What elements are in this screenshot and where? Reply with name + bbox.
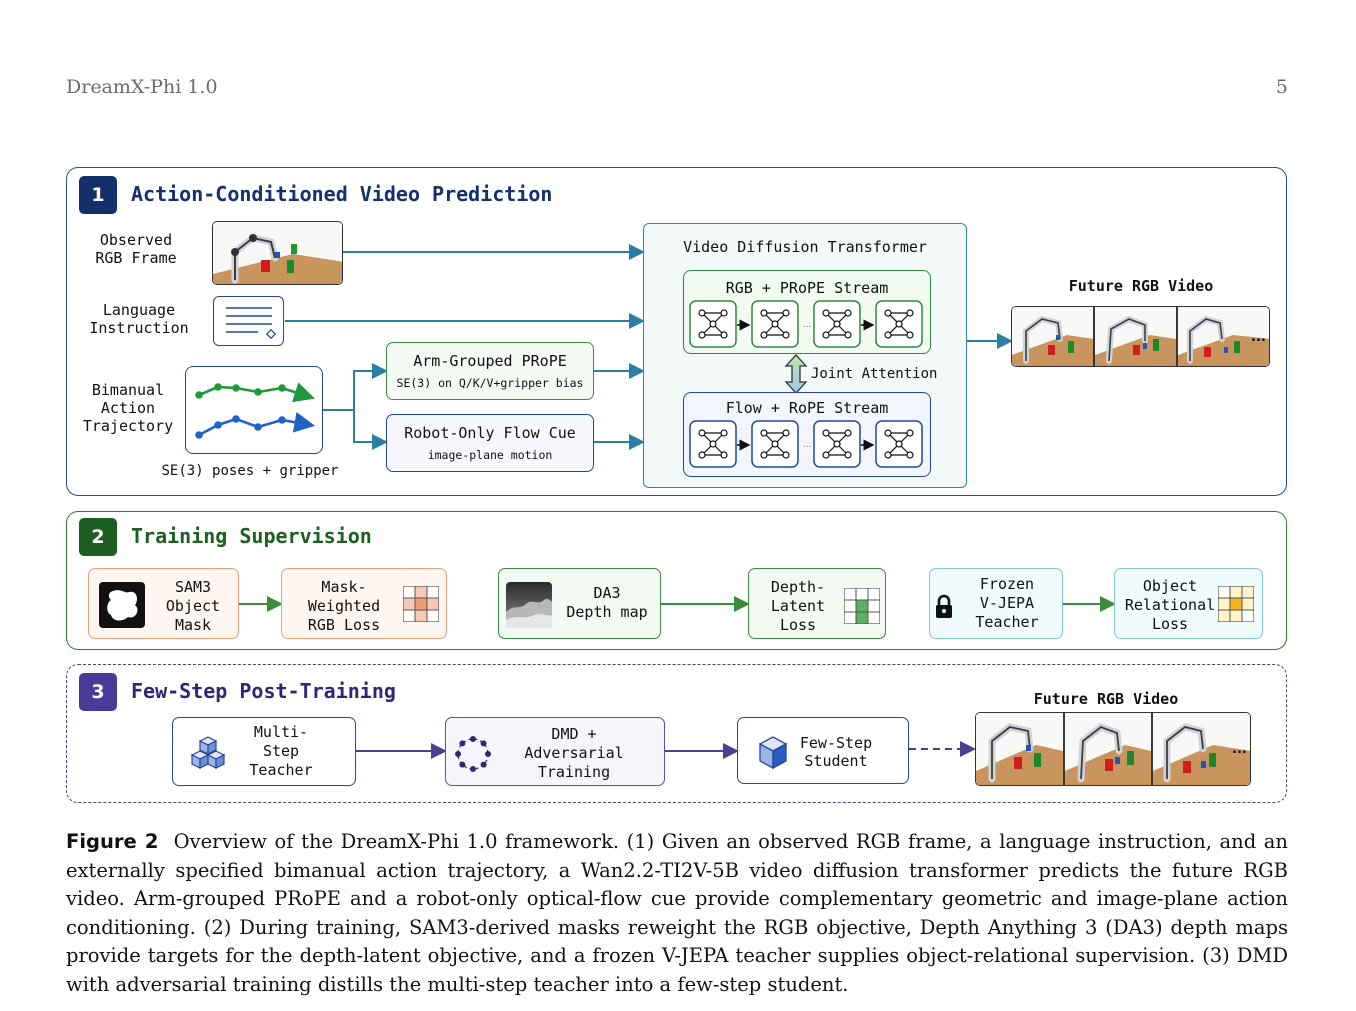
lock-icon (936, 594, 952, 618)
prope-box-subtitle: SE(3) on Q/K/V+gripper bias (396, 375, 584, 390)
observed-rgb-frame-image (212, 221, 343, 285)
mask-loss-label: Mask- Weighted RGB Loss (307, 578, 381, 634)
panel-training-supervision (66, 511, 1287, 650)
dmd-label: DMD + Adversarial Training (524, 725, 624, 781)
figure-caption: Figure 2 Overview of the DreamX-Phi 1.0 … (66, 828, 1288, 999)
cube-icon (758, 736, 788, 770)
panel1-title: Action-Conditioned Video Prediction (131, 182, 553, 206)
depth-latent-loss-box: Depth- Latent Loss (748, 568, 886, 639)
panel-few-step-post-training (66, 664, 1287, 803)
observed-frame-label: Observed RGB Frame (95, 231, 177, 267)
panel3-badge: 3 (79, 673, 117, 711)
future-video-label-2: Future RGB Video (1033, 690, 1179, 708)
panel1-badge: 1 (79, 176, 117, 214)
relational-loss-label: Object Relational Loss (1124, 577, 1216, 633)
future-video-label-1: Future RGB Video (1068, 277, 1214, 295)
teacher-label: Multi- Step Teacher (249, 723, 313, 779)
flow-box-title: Robot-Only Flow Cue (404, 423, 576, 442)
depth-grid-icon (844, 588, 880, 624)
svg-text:...: ... (803, 440, 812, 450)
trajectory-card (185, 366, 323, 454)
poses-gripper-note: SE(3) poses + gripper (161, 463, 339, 479)
object-relational-loss-box: Object Relational Loss (1114, 568, 1263, 639)
language-instruction-label: Language Instruction (89, 301, 189, 337)
da3-label: DA3 Depth map (566, 584, 648, 621)
panel-action-conditioned (66, 167, 1287, 496)
frozen-vjepa-teacher-box: Frozen V-JEPA Teacher (929, 568, 1063, 639)
robot-only-flow-cue-box: Robot-Only Flow Cue image-plane motion (386, 414, 594, 472)
stacked-cubes-icon (190, 736, 226, 769)
trajectory-plot-icon (195, 382, 316, 439)
future-rgb-video-strip-2 (975, 712, 1251, 786)
future-frames-graphic-2 (976, 713, 1250, 785)
relational-grid-icon (1218, 586, 1254, 622)
ring-icon (455, 736, 491, 772)
svg-text:...: ... (803, 320, 812, 330)
multi-step-teacher-box: Multi- Step Teacher (172, 717, 356, 786)
da3-depth-map-box: DA3 Depth map (498, 568, 661, 639)
few-step-student-box: Few-Step Student (737, 717, 909, 784)
depth-map-icon (506, 582, 552, 628)
figure-label: Figure 2 (66, 830, 159, 853)
bimanual-trajectory-label: Bimanual Action Trajectory (82, 381, 174, 435)
object-mask-icon (99, 582, 145, 628)
panel2-title: Training Supervision (131, 524, 372, 548)
running-title: DreamX-Phi 1.0 (66, 76, 218, 98)
flow-box-subtitle: image-plane motion (427, 447, 553, 462)
panel3-title: Few-Step Post-Training (131, 679, 396, 703)
caption-text: Overview of the DreamX-Phi 1.0 framework… (66, 830, 1288, 996)
mask-weighted-rgb-loss-box: Mask- Weighted RGB Loss (281, 568, 447, 639)
flow-stream-title: Flow + RoPE Stream (725, 399, 889, 417)
robot-scene-graphic (213, 222, 342, 284)
prope-box-title: Arm-Grouped PRoPE (413, 351, 567, 370)
sam3-label: SAM3 Object Mask (165, 578, 221, 634)
joint-attention-label: Joint Attention (811, 366, 938, 382)
student-label: Few-Step Student (799, 734, 873, 770)
future-frames-graphic-1 (1012, 307, 1269, 366)
arrow-trajectory-split (323, 363, 388, 411)
future-video-more-2: ... (1232, 742, 1247, 757)
panel2-badge: 2 (79, 518, 117, 556)
dmd-adversarial-box: DMD + Adversarial Training (445, 717, 665, 786)
future-rgb-video-strip-1 (1011, 306, 1270, 367)
flow-stream-blocks: ... (689, 420, 923, 468)
joint-attention-arrow-icon (784, 354, 808, 394)
vjepa-label: Frozen V-JEPA Teacher (975, 575, 1039, 631)
arm-grouped-prope-box: Arm-Grouped PRoPE SE(3) on Q/K/V+gripper… (386, 342, 594, 400)
rgb-stream-title: RGB + PRoPE Stream (725, 279, 889, 297)
language-instruction-card (213, 296, 284, 346)
document-icon (226, 307, 277, 340)
depth-loss-label: Depth- Latent Loss (770, 578, 826, 634)
rgb-stream-blocks: ... (689, 300, 923, 348)
sam3-object-mask-box: SAM3 Object Mask (88, 568, 239, 639)
future-video-more-1: ... (1251, 330, 1266, 345)
weighted-grid-icon (403, 586, 439, 622)
vdt-title: Video Diffusion Transformer (683, 238, 927, 256)
arrow-trajectory-split-flow (353, 410, 388, 450)
page-number: 5 (1275, 76, 1288, 98)
